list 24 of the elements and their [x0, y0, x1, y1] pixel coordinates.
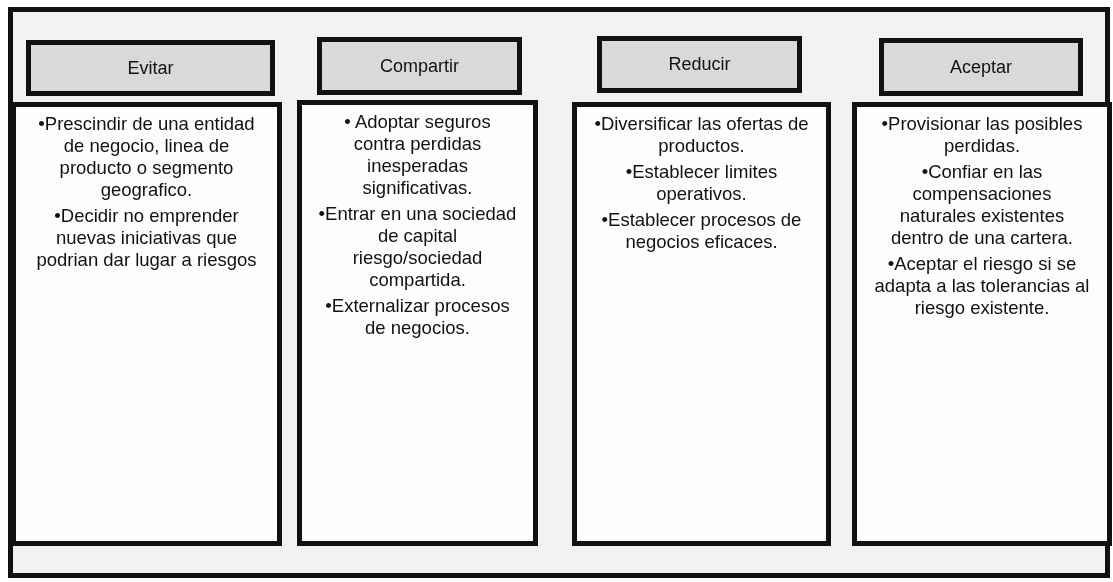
- strategy-list-box: [572, 102, 831, 546]
- category-title: Aceptar: [949, 56, 1012, 78]
- bullet-item: •Entrar en una sociedad de capital riesgo/sociedad compartida.: [318, 203, 517, 291]
- category-title: Evitar: [127, 57, 174, 79]
- category-header-box: [879, 38, 1083, 96]
- strategy-list-box: [11, 102, 282, 546]
- bullet-item: •Establecer limites operativos.: [624, 161, 779, 205]
- bullet-item: •Prescindir de una entidad de negocio, linea de producto o segmento geografico.: [37, 113, 256, 201]
- category-header-box: [317, 37, 522, 95]
- bullet-item: •Decidir no emprender nuevas iniciativas que podrian dar lugar a riesgos: [35, 205, 258, 271]
- bullet-item: •Establecer procesos de negocios eficaces.: [600, 209, 803, 253]
- bullet-item: •Externalizar procesos de negocios.: [324, 295, 511, 339]
- bullet-item: •Diversificar las ofertas de productos.: [593, 113, 810, 157]
- strategy-list-box: [297, 100, 538, 546]
- strategy-list-box: [852, 102, 1112, 546]
- bullet-item: •Confiar en las compensaciones naturales existentes dentro de una cartera.: [889, 161, 1074, 249]
- bullet-item: •Provisionar las posibles perdidas.: [880, 113, 1084, 157]
- category-title: Reducir: [668, 54, 731, 75]
- category-header-box: [597, 36, 802, 93]
- bullet-item: •Aceptar el riesgo si se adapta a las tolerancias al riesgo existente.: [873, 253, 1091, 319]
- category-title: Compartir: [380, 55, 459, 77]
- bullet-item: • Adoptar seguros contra perdidas inesperadas significativas.: [343, 111, 492, 199]
- category-header-box: [26, 40, 275, 96]
- outer-frame: [8, 7, 1110, 578]
